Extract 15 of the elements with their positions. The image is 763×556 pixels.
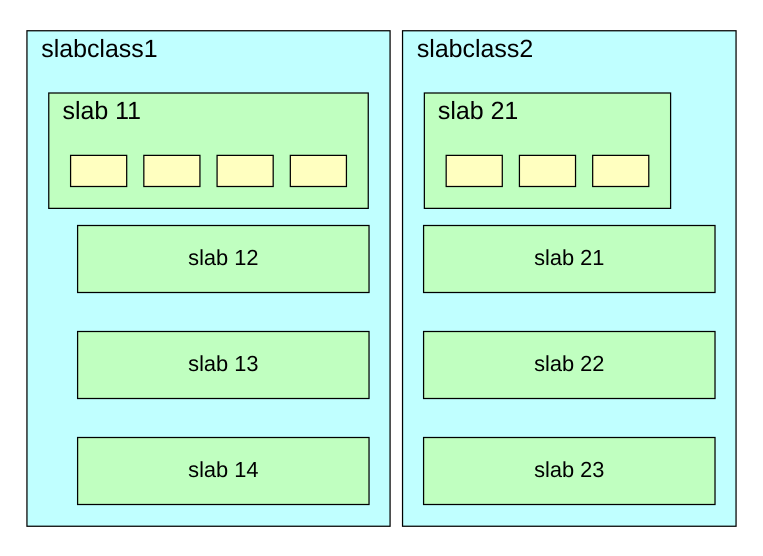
node-box: slab 12 xyxy=(76,224,370,293)
node-box xyxy=(446,154,503,187)
node-box xyxy=(290,154,348,187)
cluster: slab 11 xyxy=(48,92,369,208)
node-box xyxy=(518,154,576,187)
node-box: slab 21 xyxy=(422,224,716,293)
node-box: slab 22 xyxy=(422,330,716,399)
cluster: slab 21 xyxy=(424,92,672,208)
node-box xyxy=(143,154,201,187)
node-box xyxy=(70,154,128,187)
node-box xyxy=(592,154,650,187)
node-box: slab 23 xyxy=(422,436,716,505)
node-box: slab 14 xyxy=(76,436,370,505)
node-box: slab 13 xyxy=(76,330,370,399)
node-box xyxy=(216,154,274,187)
